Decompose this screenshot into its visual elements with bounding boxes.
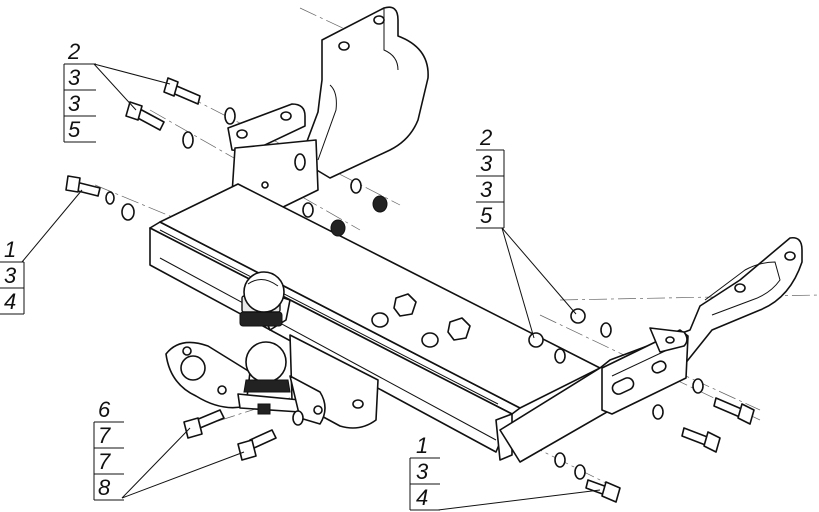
callout-number: 5	[68, 117, 81, 142]
callout-number: 1	[416, 433, 428, 458]
washer	[350, 178, 362, 194]
callout-number: 3	[416, 459, 429, 484]
leader-lines	[21, 63, 601, 511]
callout-number: 3	[480, 177, 493, 202]
washer	[105, 191, 115, 205]
callout-number: 2	[479, 125, 492, 150]
callout-number: 2	[67, 39, 80, 64]
bolt	[183, 409, 225, 439]
callout-bottom-left: 6 7 7 8	[93, 397, 124, 501]
callout-number: 3	[68, 91, 81, 116]
tow-ball-assembly	[165, 271, 379, 429]
callout-bottom-right: 1 3 4	[409, 433, 440, 511]
callout-left: 1 3 4	[0, 237, 25, 315]
callout-right: 2 3 3 5	[476, 125, 505, 229]
callout-number: 1	[4, 237, 16, 262]
nut	[330, 219, 346, 237]
nut	[393, 293, 417, 317]
washer	[554, 348, 566, 364]
callout-number: 4	[416, 485, 428, 510]
washer	[421, 332, 439, 348]
washer	[692, 378, 704, 394]
callout-number: 3	[4, 263, 17, 288]
nut	[528, 332, 544, 348]
callout-number: 5	[480, 203, 493, 228]
fasteners	[65, 77, 755, 503]
bolt	[237, 429, 277, 461]
callout-number: 4	[4, 289, 16, 314]
callout-number: 3	[480, 151, 493, 176]
bolt	[65, 175, 101, 197]
washer	[302, 202, 314, 218]
nut	[372, 195, 388, 213]
callout-number: 3	[68, 65, 81, 90]
washer	[652, 404, 664, 420]
callout-top-left: 2 3 3 5	[63, 39, 96, 143]
bolt	[713, 397, 755, 425]
washer	[292, 410, 304, 426]
cross-beam	[149, 183, 601, 461]
bolt	[585, 479, 621, 503]
washer	[554, 452, 566, 468]
bolt	[125, 101, 165, 131]
callout-number: 7	[98, 449, 111, 474]
washer	[224, 107, 236, 125]
callout-number: 7	[98, 423, 111, 448]
washer	[600, 322, 612, 338]
washer	[182, 131, 194, 149]
bolt	[681, 427, 721, 453]
washer	[121, 203, 135, 221]
washer	[371, 312, 389, 328]
washer	[574, 464, 586, 480]
nut	[447, 317, 471, 341]
callout-number: 6	[98, 397, 111, 422]
right-mounting-bracket	[499, 236, 803, 463]
bolt	[163, 77, 201, 105]
callout-number: 8	[98, 475, 111, 500]
washer	[294, 153, 306, 171]
